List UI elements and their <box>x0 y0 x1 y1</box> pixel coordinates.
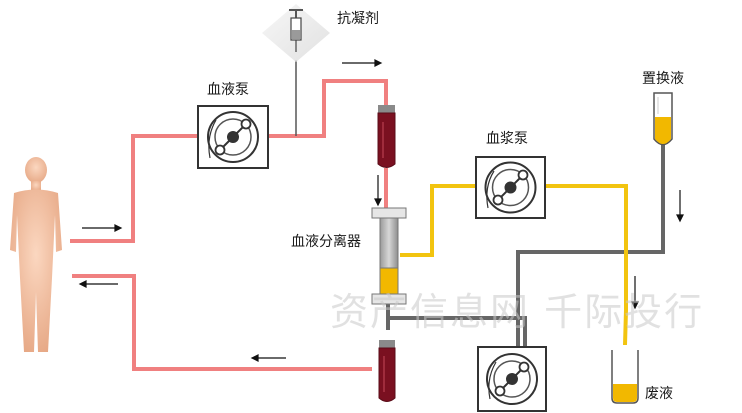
replacement-fluid-line <box>386 145 665 355</box>
plasma-pump-icon <box>475 156 546 219</box>
flow-arrows <box>78 59 684 362</box>
blood-line <box>70 79 388 371</box>
blood-collection-tube-icon <box>377 105 396 168</box>
anticoagulant-syringe-icon <box>262 4 330 62</box>
plasma-pump-label: 血浆泵 <box>486 131 528 147</box>
patient-figure-icon <box>10 157 62 352</box>
replacement-pump-icon <box>477 346 547 412</box>
separator-label: 血液分离器 <box>291 233 361 250</box>
blood-separator-icon <box>371 207 407 305</box>
watermark-text: 资产信息网 千际投行 <box>330 290 704 334</box>
replacement-fluid-label: 置换液 <box>642 70 684 87</box>
blood-pump-label: 血液泵 <box>207 82 249 98</box>
replacement-fluid-bag-icon <box>653 92 673 146</box>
blood-pump-icon <box>197 105 269 169</box>
waste-fluid-container-icon <box>611 350 639 404</box>
waste-fluid-label: 废液 <box>645 386 673 402</box>
plasma-line <box>400 184 628 346</box>
return-blood-tube-icon <box>378 340 396 402</box>
anticoagulant-label: 抗凝剂 <box>337 11 379 27</box>
